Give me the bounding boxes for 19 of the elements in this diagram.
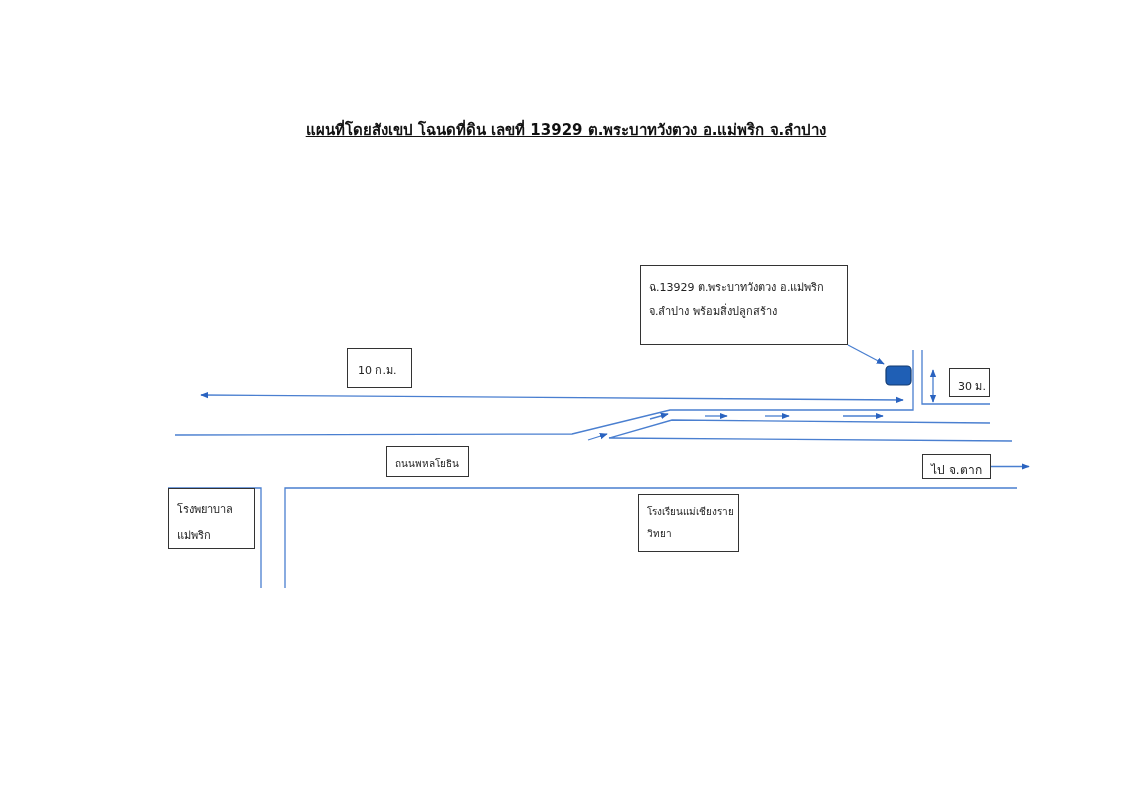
label-text: ไป จ.ตาก — [931, 462, 982, 479]
label-text: โรงพยาบาล แม่พริก — [177, 502, 234, 544]
label-box — [168, 488, 255, 549]
label-text: ฉ.13929 ต.พระบาทวังตวง อ.แม่พริก — [649, 280, 825, 296]
label-text: 10 ก.ม. — [358, 363, 397, 379]
label-box — [922, 454, 991, 479]
label-box — [640, 265, 848, 345]
label-box — [386, 446, 469, 477]
label-box — [347, 348, 412, 388]
map-title: แผนที่โดยสังเขป โฉนดที่ดิน เลขที่ 13929 ต.พระบาทวังตวง อ.แม่พริก จ.ลำปาง — [305, 121, 827, 139]
label-text: จ.ลำปาง พร้อมสิ่งปลูกสร้าง — [649, 302, 777, 320]
label-text: ถนนพหลโยธิน — [395, 457, 459, 471]
arrow — [990, 463, 1030, 470]
label-text: 30 ม. — [958, 379, 986, 395]
plot-marker — [885, 365, 912, 386]
leader-line — [847, 344, 885, 365]
label-text: โรงเรียนแม่เชียงราย วิทยา — [647, 505, 735, 541]
label-box — [638, 494, 739, 552]
label-box — [949, 368, 990, 397]
